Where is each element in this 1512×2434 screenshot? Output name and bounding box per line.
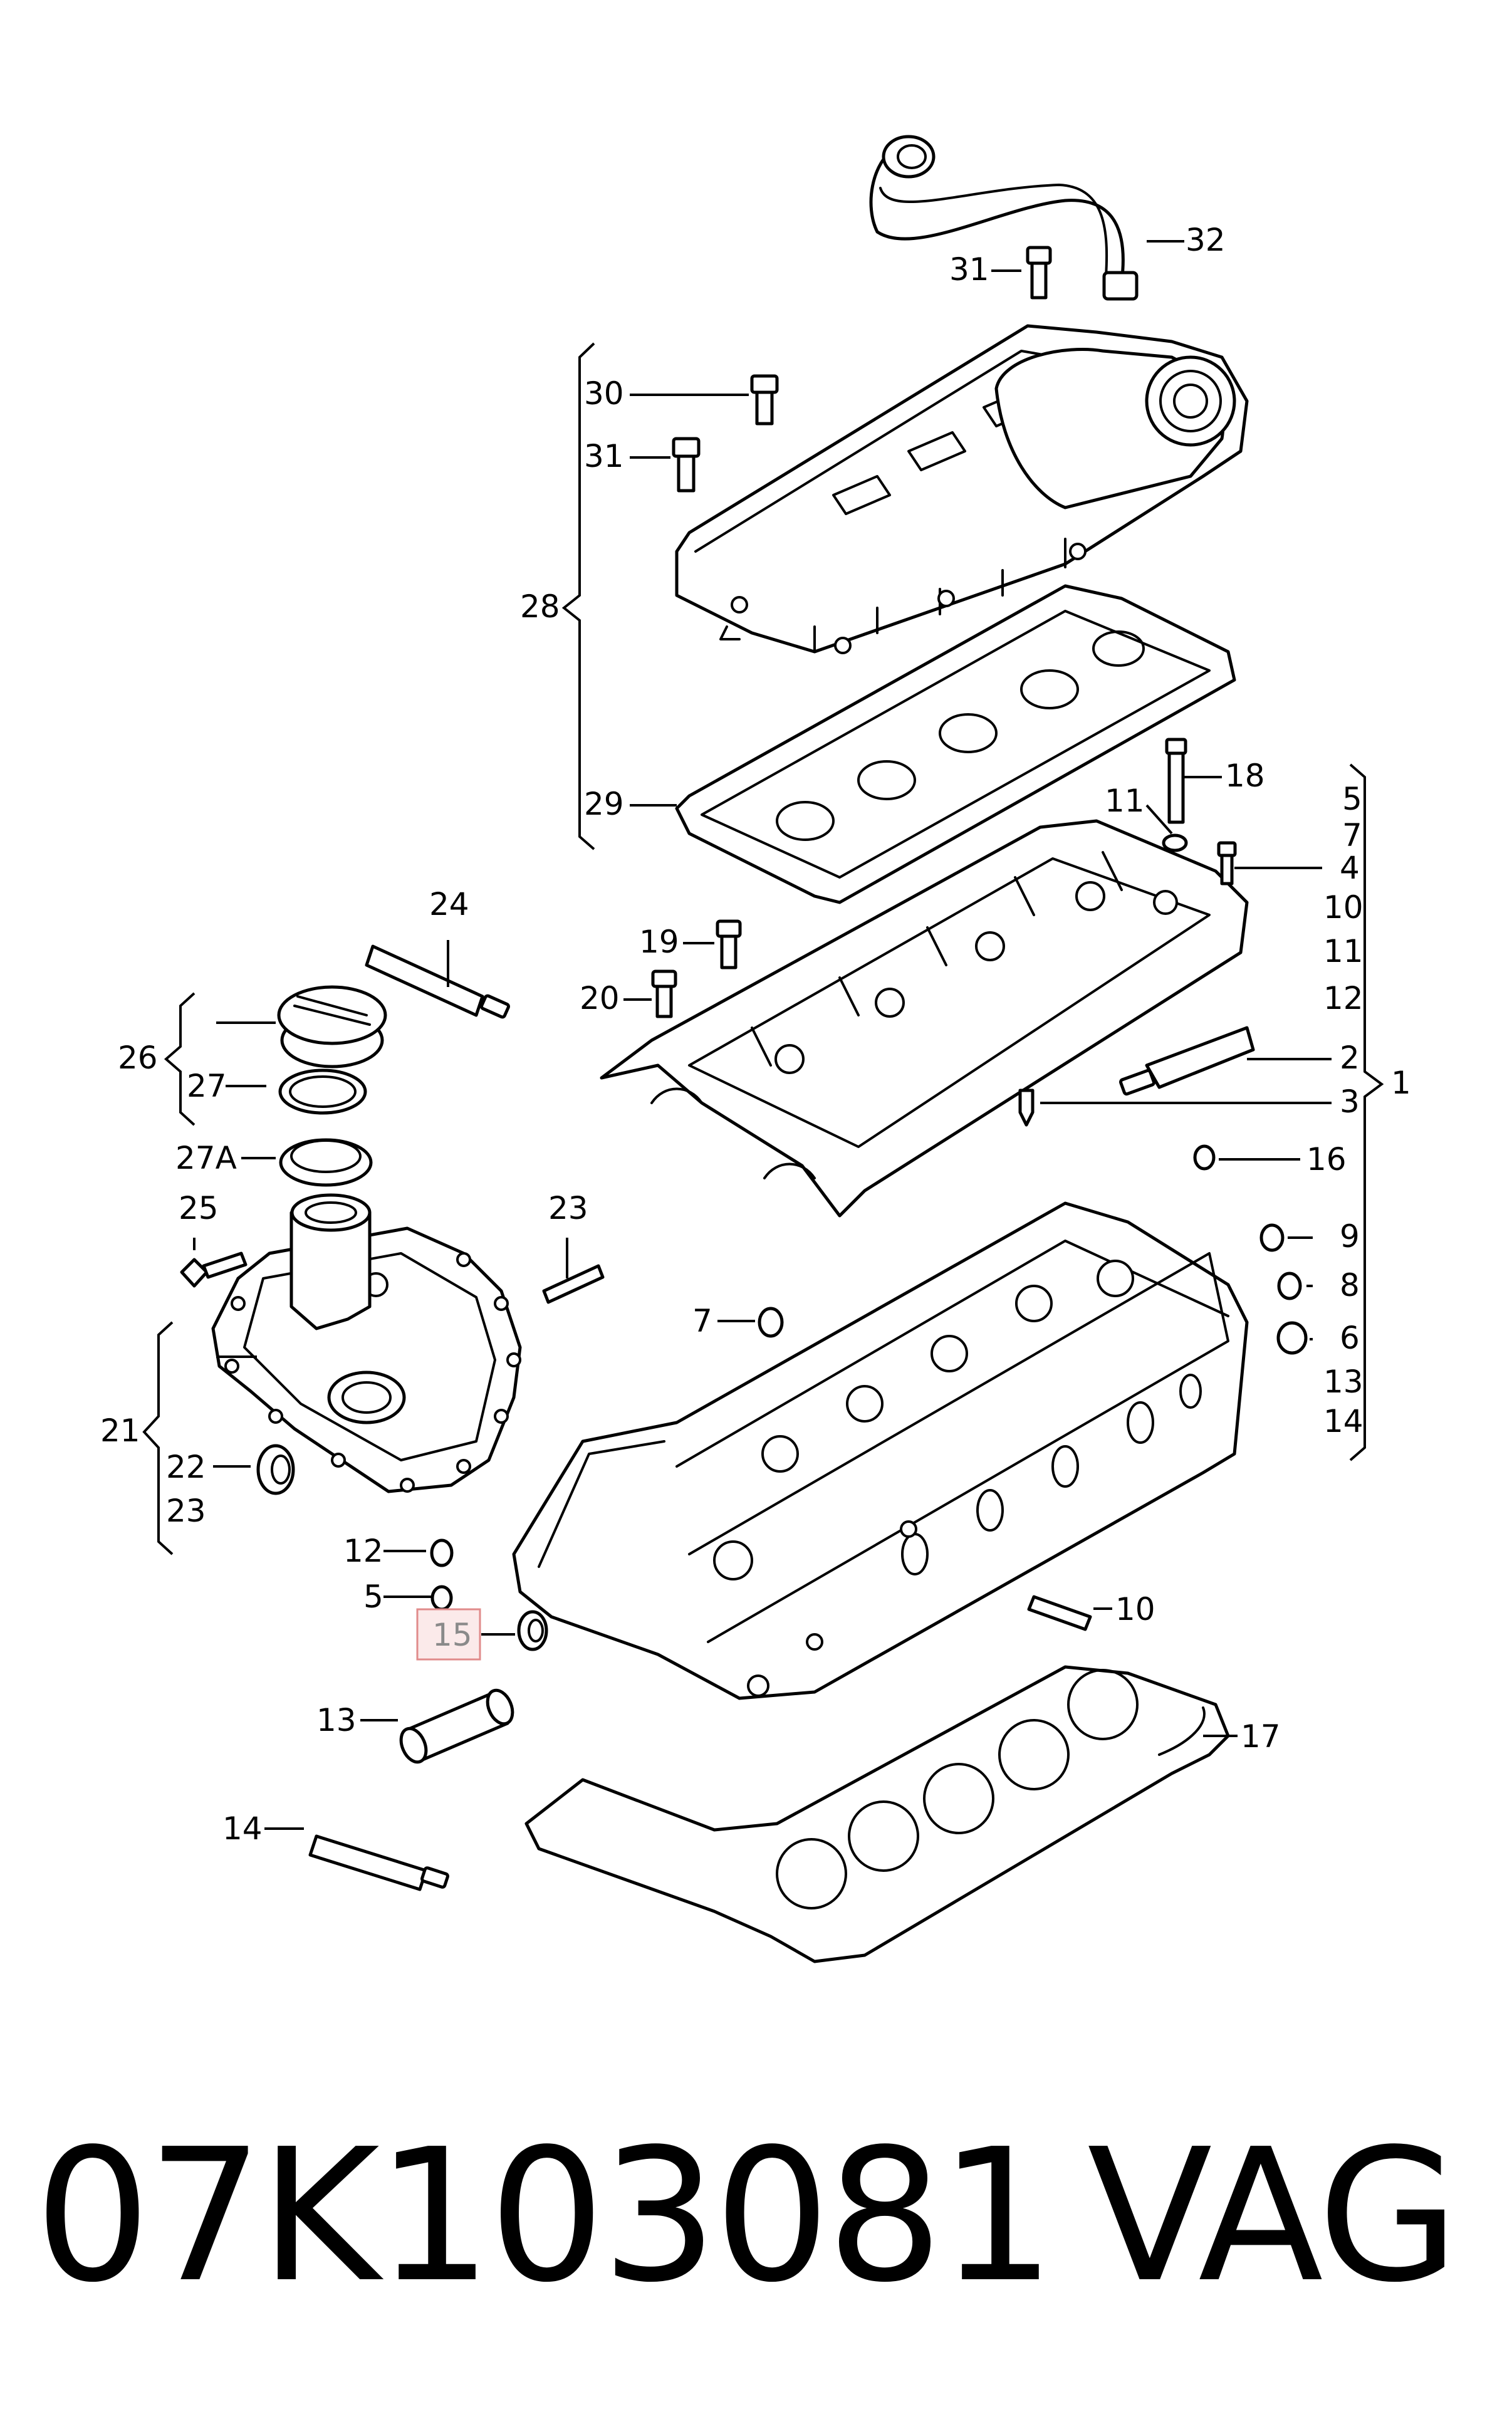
callout-5-right: 5 [1342,781,1362,817]
callout-2: 2 [1340,1040,1360,1076]
callout-17: 17 [1241,1718,1281,1755]
bolt-18 [1165,738,1187,824]
sealant-tube-2 [1119,1026,1255,1096]
callout-9: 9 [1340,1218,1360,1255]
bolt-31-upper [1026,246,1052,300]
callout-26: 26 [118,1040,158,1076]
brace-26 [164,992,196,1126]
callout-23-bottom: 23 [166,1493,206,1529]
valve-cover [675,324,1249,654]
bolt-30 [750,374,779,426]
plug-9 [1259,1223,1285,1252]
seal-ring-27a [279,1138,373,1187]
oil-filler-neck [289,1193,372,1330]
callout-13-right: 13 [1323,1364,1363,1400]
callout-11-left: 11 [1105,783,1145,819]
callout-27: 27 [187,1068,227,1104]
callout-8: 8 [1340,1267,1360,1303]
pin-3 [1018,1089,1035,1127]
callout-15: 15 [432,1617,472,1653]
washer-11 [1162,833,1188,852]
bolt-25 [180,1251,248,1288]
seal-15 [517,1610,548,1651]
leader-lines [193,240,1332,1830]
seal-5 [430,1585,453,1611]
callout-6: 6 [1340,1320,1360,1356]
callout-14-left: 14 [222,1810,263,1847]
callout-22: 22 [166,1449,206,1485]
callout-20: 20 [580,980,620,1016]
callout-30: 30 [584,375,624,412]
callout-27a: 27A [175,1140,237,1176]
sealant-tube-14 [308,1834,449,1891]
callout-16: 16 [1306,1141,1347,1178]
callout-4: 4 [1340,850,1360,886]
callout-7-left: 7 [692,1303,712,1339]
shaft-seal-22 [256,1444,295,1495]
callout-23-top: 23 [548,1190,588,1226]
part-number: 07K103081 [34,2109,1056,2322]
callout-18: 18 [1225,758,1265,794]
plug-8 [1277,1272,1302,1300]
sleeve-13 [399,1688,514,1764]
bolt-20 [651,969,677,1018]
brace-28 [561,342,595,850]
callout-12-left: 12 [343,1533,383,1569]
stud-23 [542,1264,605,1304]
callout-1: 1 [1391,1065,1411,1101]
brace-21 [142,1321,174,1555]
plug-16 [1193,1144,1216,1171]
brand-name: VAG [1087,2109,1459,2322]
exploded-parts-diagram: 32 31 30 31 28 29 18 11 5 7 4 10 11 12 2… [100,135,1411,1963]
plug-7 [758,1307,784,1338]
callout-10-bottom: 10 [1115,1591,1155,1627]
callout-25: 25 [179,1190,219,1226]
brace-1 [1349,763,1384,1461]
callout-28: 28 [520,588,560,625]
camshaft-carrier [600,819,1249,1218]
callout-32: 32 [1186,222,1226,258]
stud-10 [1027,1595,1092,1631]
callout-7-right: 7 [1342,817,1362,854]
cylinder-head [512,1201,1249,1700]
bolt-31-lower [672,437,701,493]
oil-filler-cap [277,985,387,1068]
seal-12 [430,1538,454,1567]
callout-31-top: 31 [949,251,989,288]
sealant-tube-24 [365,944,510,1019]
callout-21: 21 [100,1413,140,1449]
callout-24: 24 [429,886,469,922]
callout-10-right: 10 [1323,889,1363,926]
callout-29: 29 [584,786,624,822]
bolt-19 [716,919,742,969]
callout-labels: 32 31 30 31 28 29 18 11 5 7 4 10 11 12 2… [100,222,1411,1847]
callout-14-right: 14 [1323,1403,1363,1439]
plug-6 [1276,1321,1308,1355]
breather-hose [869,135,1139,301]
bolt-4 [1217,841,1237,885]
highlight-box-15 [416,1608,481,1661]
callout-31: 31 [584,438,624,474]
callout-5-left: 5 [363,1579,383,1615]
callout-13-left: 13 [316,1702,357,1738]
callout-3: 3 [1340,1084,1360,1120]
callout-11-right: 11 [1323,933,1363,969]
head-gasket [524,1665,1230,1963]
valve-cover-gasket [675,584,1236,904]
callout-12-right: 12 [1323,980,1363,1016]
callout-19: 19 [639,924,679,960]
